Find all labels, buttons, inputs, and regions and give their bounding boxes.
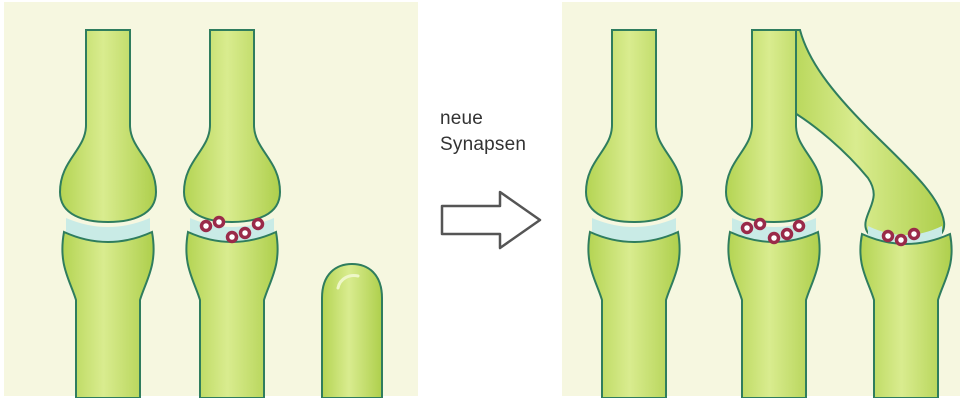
- postsynaptic-dendrite: [860, 234, 951, 398]
- postsynaptic-dendrite: [186, 232, 277, 398]
- synapse-right-new: [860, 226, 951, 398]
- dendrite-stub: [322, 264, 382, 398]
- right-arrow-icon: [442, 192, 540, 248]
- postsynaptic-dendrite: [588, 232, 679, 398]
- label-line-2: Synapsen: [440, 134, 526, 156]
- label-line-1: neue: [440, 108, 483, 130]
- postsynaptic-dendrite: [62, 232, 153, 398]
- postsynaptic-dendrite: [728, 232, 819, 398]
